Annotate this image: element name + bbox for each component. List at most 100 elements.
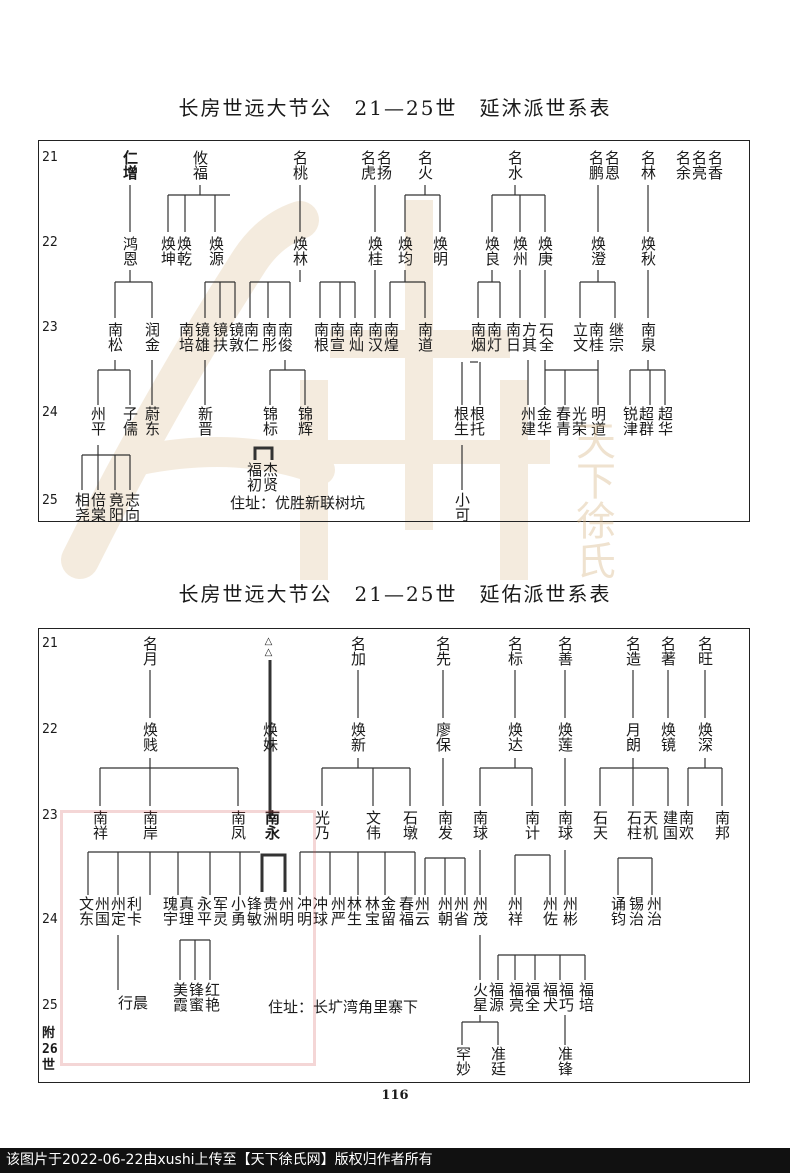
person-bottom-24-8: 林生州严 (329, 896, 363, 926)
person-bottom-24-7: 冲球冲明 (295, 896, 329, 926)
person-top-23-14: 南桂立文 (571, 322, 605, 352)
person-top-24-9: 光荣春青 (554, 406, 588, 436)
person-bottom-21-6: 名善 (556, 636, 574, 666)
person-top-21-9: 名香名亮名余 (674, 150, 724, 180)
top-address: 住址：优胜新联树坑 (230, 494, 366, 512)
gen-label-23: 23 (42, 320, 58, 335)
person-bottom-25-5: 福巧福犬 (541, 982, 575, 1012)
person-bottom-23-14: 南欢建国 (661, 810, 695, 840)
person-bottom-21-3: 名加 (349, 636, 367, 666)
person-top-21-5: 名火 (416, 150, 434, 180)
person-bottom-22-6: 焕莲 (556, 722, 574, 752)
person-top-23-5: 南仁 (242, 322, 260, 352)
top-tree-lines (81, 185, 666, 490)
person-top-23-15: 继宗 (607, 322, 625, 352)
person-bottom-26-1: 罕妙 (454, 1046, 472, 1076)
person-top-22-2: 焕乾焕坤 (159, 236, 193, 266)
top-table-title: 长房世远大节公 21—25世 延沐派世系表 (178, 96, 612, 120)
person-bottom-24-18: 州治 (645, 896, 663, 926)
person-bottom-24-16: 诵钧 (609, 896, 627, 926)
gen-label-24: 24 (42, 405, 58, 420)
person-bottom-25-4: 福全福亮 (507, 982, 541, 1012)
person-top-21-3: 名桃 (291, 150, 309, 180)
gen-label-22-b: 22 (42, 722, 58, 737)
person-top-22-10: 焕庚 (536, 236, 554, 266)
person-bottom-23-12: 石天 (591, 810, 609, 840)
person-bottom-23-9: 南球 (471, 810, 489, 840)
person-bottom-23-10: 南计 (523, 810, 541, 840)
gen-label-21: 21 (42, 150, 58, 165)
person-bottom-24-15: 州彬 (561, 896, 579, 926)
person-bottom-22-2: 焕妹 (261, 722, 279, 752)
bottom-address: 住址：长圹湾角里寨下 (268, 998, 419, 1016)
person-bottom-24-13: 州祥 (506, 896, 524, 926)
footer-notice: 该图片于2022-06-22由xushi上传至【天下徐氏网】版权归作者所有 (0, 1148, 790, 1173)
person-top-23-16: 南泉 (639, 322, 657, 352)
bottom-tree-lines (87, 660, 723, 1045)
person-top-22-11: 焕澄 (589, 236, 607, 266)
person-bottom-24-6: 州明贵洲 (261, 896, 295, 926)
gen-label-21-b: 21 (42, 636, 58, 651)
person-bottom-24-10: 州云春福 (397, 896, 431, 926)
person-top-23-7: 南宣南根 (312, 322, 346, 352)
person-bottom-22-9: 焕深 (696, 722, 714, 752)
person-bottom-26-2: 准廷 (489, 1046, 507, 1076)
person-bottom-25-2: 红艳锋蜜美霞 (171, 982, 221, 1012)
person-top-23-6: 南俊南彤 (260, 322, 294, 352)
bottom-table-frame (38, 628, 750, 1083)
person-bottom-22-5: 焕达 (506, 722, 524, 752)
person-bottom-24-12: 州茂 (471, 896, 489, 926)
gen-label-24-b: 24 (42, 912, 58, 927)
page-number: 116 (381, 1088, 409, 1103)
person-bottom-23-7: 石墩 (401, 810, 419, 840)
person-top-21-1: 仁增 (121, 150, 139, 180)
person-top-22-7: 焕明 (431, 236, 449, 266)
person-top-22-9: 焕州 (511, 236, 529, 266)
person-bottom-24-3: 真理瑰宇 (161, 896, 195, 926)
person-bottom-23-6: 文伟 (364, 810, 382, 840)
person-top-24-7: 根托根生 (452, 406, 486, 436)
person-top-24-10: 明道 (589, 406, 607, 436)
person-top-23-3: 镜雄南培 (177, 322, 211, 352)
person-bottom-23-5: 光乃 (313, 810, 331, 840)
person-top-24-8: 金华州建 (519, 406, 553, 436)
person-bottom-23-2: 南岸 (141, 810, 159, 840)
person-top-24-4: 新晋 (196, 406, 214, 436)
person-top-21-4: 名扬名虎 (359, 150, 393, 180)
bottom-table-title: 长房世远大节公 21—25世 延佑派世系表 (178, 582, 612, 606)
person-top-25-3: 杰贤福初 (245, 462, 279, 492)
person-bottom-22-7: 月朗 (624, 722, 642, 752)
person-bottom-23-11: 南球 (556, 810, 574, 840)
person-bottom-21-1: 名月 (141, 636, 159, 666)
person-top-23-10: 南道 (416, 322, 434, 352)
person-top-24-1: 州平 (89, 406, 107, 436)
person-top-23-2: 润金 (143, 322, 161, 352)
person-bottom-23-15: 南邦 (713, 810, 731, 840)
person-top-24-3: 蔚东 (143, 406, 161, 436)
person-top-22-4: 焕林 (291, 236, 309, 266)
gen-label-22: 22 (42, 235, 58, 250)
seal-stamp (60, 810, 316, 1066)
person-top-25-4: 小可 (453, 492, 471, 522)
person-top-22-1: 鸿恩 (121, 236, 139, 266)
person-bottom-22-4: 廖保 (434, 722, 452, 752)
person-bottom-22-8: 焕镜 (659, 722, 677, 752)
person-top-24-11: 超群锐津 (621, 406, 655, 436)
person-bottom-22-3: 焕新 (349, 722, 367, 752)
person-top-25-1: 倍棠相尧 (73, 492, 107, 522)
person-bottom-23-4: 南永 (263, 810, 281, 840)
person-bottom-25-1: 行晨 (118, 994, 149, 1012)
person-top-23-13: 石全 (537, 322, 555, 352)
person-top-24-2: 子儒 (121, 406, 139, 436)
person-bottom-24-11: 州省州朝 (436, 896, 470, 926)
person-top-22-6: 焕均 (396, 236, 414, 266)
person-bottom-24-1: 州国文东 (77, 896, 111, 926)
person-bottom-21-4: 名先 (434, 636, 452, 666)
person-top-23-1: 南松 (106, 322, 124, 352)
person-bottom-24-17: 锡治 (627, 896, 645, 926)
person-bottom-23-8: 南发 (436, 810, 454, 840)
person-bottom-21-9: 名旺 (696, 636, 714, 666)
person-top-23-12: 方其南日 (504, 322, 538, 352)
person-top-23-9: 南煌南汉 (366, 322, 400, 352)
person-top-21-7: 名恩名鹏 (587, 150, 621, 180)
